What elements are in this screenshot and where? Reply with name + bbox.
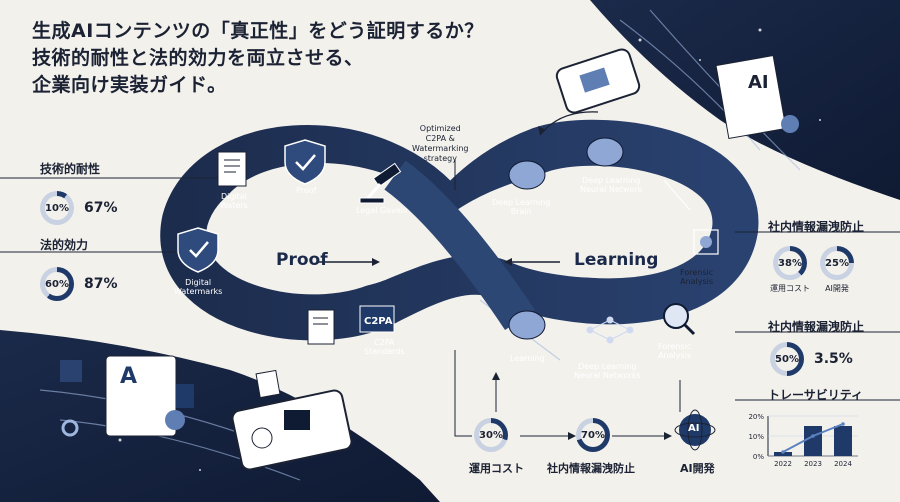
gauge-c-value: 50% (775, 347, 799, 371)
gauge-b: 25% (820, 246, 854, 280)
brain-icon (508, 137, 624, 340)
chart-y-tick-label: 10% (748, 433, 764, 441)
legal-gauge: 60% (40, 267, 74, 301)
page-title: 生成AIコンテンツの「真正性」をどう証明するか？ 技術的耐性と法的効力を両立させ… (32, 18, 484, 99)
chart-x-tick-label: 2024 (834, 460, 852, 468)
legal-gauge-row: 60% 87% (40, 267, 118, 301)
gear-icon (61, 419, 79, 437)
legal-gavels-label: Legal Gavels (356, 206, 408, 215)
title-line-1: 生成AIコンテンツの「真正性」をどう証明するか？ (32, 20, 484, 42)
flow-step-1-value: 30% (479, 423, 503, 447)
certificate-icon (715, 54, 799, 140)
deep-learning-brain-label: Deep Learning Brain (492, 198, 551, 216)
chart-y-tick-label: 0% (753, 453, 764, 461)
digital-waters-label: Digital Waters (220, 192, 248, 210)
chart-title: トレーサビリティ (768, 388, 864, 402)
gauge-a-caption: 運用コスト (770, 284, 810, 293)
watermark-shield-icon (177, 227, 219, 273)
strategy-label: Optimized C2PA & Watermarking strategy (412, 124, 469, 163)
forensic-icon (693, 229, 719, 255)
leak-prevention-label-1: 社内情報漏洩防止 (768, 220, 865, 234)
tablet-icon (231, 389, 353, 471)
gauge-a: 38% (773, 246, 807, 280)
legal-gauge-value: 60% (45, 272, 69, 296)
flow-step-1-gauge: 30% (474, 418, 508, 452)
chart-x-tick-label: 2023 (804, 460, 822, 468)
flow-step-3-badge: AI (688, 423, 700, 434)
chart-trend-point (841, 422, 845, 426)
neural-network-icon (586, 316, 634, 344)
c2pa-badge-label: C2PA (364, 316, 393, 327)
legal-effect-label: 法的効力 (40, 238, 89, 252)
ai-atom-icon (674, 409, 716, 451)
chart-bar (804, 426, 822, 456)
flow-step-2-caption: 社内情報漏洩防止 (547, 462, 635, 475)
tech-gauge-row: 10% 67% (40, 191, 118, 225)
title-line-2: 技術的耐性と法的効力を両立させる、 (32, 47, 364, 69)
contract-letter-badge: A (120, 364, 138, 389)
proof-center-label: Proof (276, 250, 328, 270)
title-line-3: 企業向け実装ガイド。 (32, 74, 227, 96)
flow-step-2-gauge: 70% (576, 418, 610, 452)
chart-trend-point (811, 434, 815, 438)
phone-icon (555, 48, 641, 114)
tech-gauge: 10% (40, 191, 74, 225)
gauge-b-caption: AI開発 (825, 284, 849, 293)
flow-step-2: 70% (576, 418, 610, 452)
deep-learning-nns-label: Deep Learning Neural Networks (574, 362, 641, 380)
tech-resilience-label: 技術的耐性 (40, 162, 101, 176)
chart-y-tick-label: 20% (748, 413, 764, 421)
gauge-a-value: 38% (778, 251, 802, 275)
deep-learning-nn-label: Deep Learning Neural Network (580, 176, 643, 194)
gavel-icon (359, 162, 402, 204)
document-icon (217, 151, 247, 187)
tech-gauge-value: 10% (45, 196, 69, 220)
chart-bar (774, 452, 792, 456)
gauge-b-value: 25% (825, 251, 849, 275)
magnifier-icon (663, 303, 696, 336)
gauge-c: 50% (770, 342, 804, 376)
forensic-analysis-bottom-label: Forensic Analysis (658, 342, 692, 360)
digital-watermarks-label: Digital Watermarks (174, 278, 223, 296)
gauge-b-group: 25% AI開発 (820, 246, 854, 294)
chart-bar (834, 426, 852, 456)
tech-value: 67% (84, 200, 118, 216)
forensic-analysis-top-label: Forensic Analysis (680, 268, 714, 286)
proof-node-label: Proof (296, 186, 317, 195)
gauge-c-row: 50% 3.5% (770, 342, 853, 376)
flow-step-2-value: 70% (581, 423, 605, 447)
leak-prevention-label-2: 社内情報漏洩防止 (768, 320, 865, 334)
contract-document-icon (105, 355, 194, 437)
c2pa-document-icon (307, 305, 395, 345)
c2pa-standards-label: C2PA Standards (364, 338, 405, 356)
learning-node-label: Learning (510, 354, 545, 363)
legal-value: 87% (84, 276, 118, 292)
certificate-ai-badge: AI (748, 72, 769, 93)
learning-center-label: Learning (574, 250, 659, 270)
chart-trend-point (781, 450, 785, 454)
flow-step-1: 30% (474, 418, 508, 452)
flow-step-3-caption: AI開発 (680, 462, 715, 475)
gauge-c-side-value: 3.5% (814, 351, 853, 367)
note-icon (255, 369, 281, 399)
chat-icon (60, 360, 82, 382)
flow-step-1-caption: 運用コスト (469, 462, 524, 475)
chart-x-tick-label: 2022 (774, 460, 792, 468)
shield-check-icon (284, 139, 326, 185)
gauge-a-group: 38% 運用コスト (770, 246, 810, 294)
